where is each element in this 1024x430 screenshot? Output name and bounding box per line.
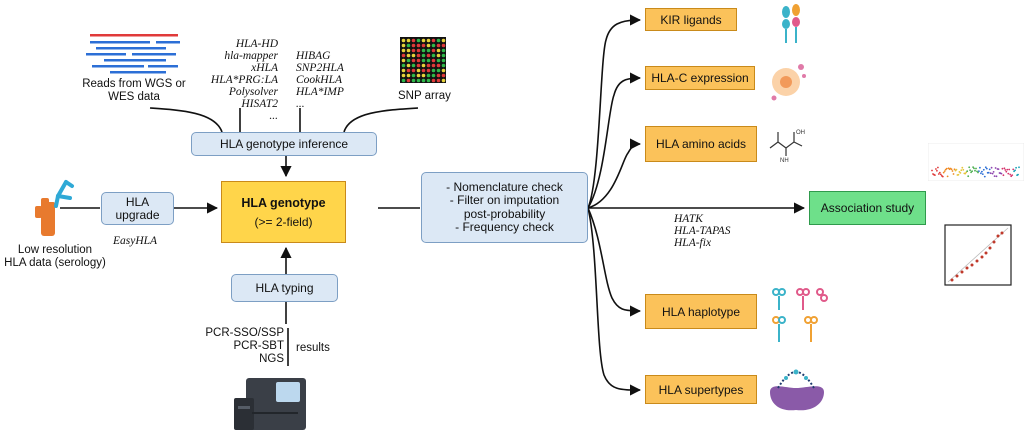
tool-name: HLA-HD bbox=[235, 38, 278, 50]
hla-c-expression-box: HLA-C expression bbox=[645, 66, 755, 90]
tool-name: HATK bbox=[674, 213, 703, 225]
to-hlac-arrow bbox=[587, 72, 642, 209]
tool-name: SNP2HLA bbox=[296, 62, 344, 74]
tool-name: hla-mapper bbox=[224, 50, 278, 62]
reads-label: Reads from WGS or WES data bbox=[82, 78, 186, 103]
genotype-title: HLA genotype bbox=[241, 195, 326, 210]
association-study-box: Association study bbox=[809, 191, 926, 225]
tool-name: HLA-fix bbox=[674, 237, 712, 249]
typing-methods-list: PCR-SSO/SSP PCR-SBT NGS bbox=[200, 327, 284, 366]
snp-array-label: SNP array bbox=[398, 90, 451, 102]
typing-method: NGS bbox=[259, 353, 284, 365]
tool-name: HLA*PRG:LA bbox=[210, 74, 278, 86]
kir-ligands-box: KIR ligands bbox=[645, 8, 737, 31]
tool-name: HISAT2 bbox=[241, 98, 278, 110]
tool-name: HIBAG bbox=[296, 50, 331, 62]
association-tools-list: HATK HLA-TAPAS HLA-fix bbox=[674, 213, 730, 249]
hla-upgrade-box: HLA upgrade bbox=[101, 192, 174, 225]
antibody-icon bbox=[35, 180, 74, 236]
genotype-subtitle: (>= 2-field) bbox=[254, 214, 313, 229]
manhattan-plot-icon bbox=[928, 143, 1024, 181]
kir-receptor-icon bbox=[782, 4, 800, 43]
inference-tools-left: HLA-HD hla-mapper xHLA HLA*PRG:LA Polyso… bbox=[198, 38, 278, 122]
inference-tools-right: HIBAG SNP2HLA CookHLA HLA*IMP ... bbox=[296, 50, 376, 110]
tool-name: ... bbox=[269, 110, 278, 122]
to-haplotype-arrow bbox=[587, 207, 642, 317]
easyhla-tool: EasyHLA bbox=[113, 235, 158, 247]
hla-supertypes-box: HLA supertypes bbox=[645, 375, 757, 404]
sequencing-reads-icon bbox=[86, 34, 180, 74]
hla-genotype-box: HLA genotype (>= 2-field) bbox=[221, 181, 346, 243]
tool-name: Polysolver bbox=[228, 86, 278, 98]
svg-text:NH: NH bbox=[780, 158, 789, 162]
to-amino-arrow bbox=[587, 138, 642, 209]
amino-acid-structure-icon: OH NH bbox=[769, 130, 805, 162]
tool-name: ... bbox=[296, 98, 305, 110]
tool-name: HLA*IMP bbox=[296, 86, 344, 98]
to-kir-arrow bbox=[587, 14, 642, 209]
qc-filter-box: - Nomenclature check - Filter on imputat… bbox=[421, 172, 588, 243]
haplotype-molecules-icon bbox=[772, 288, 828, 342]
hla-haplotype-box: HLA haplotype bbox=[645, 294, 757, 329]
snp-to-inference-line bbox=[343, 107, 419, 133]
typing-method: PCR-SSO/SSP bbox=[205, 327, 284, 339]
hla-typing-box: HLA typing bbox=[231, 274, 338, 302]
svg-text:OH: OH bbox=[796, 130, 805, 136]
qq-plot-icon bbox=[944, 224, 1012, 286]
serology-label: Low resolution HLA data (serology) bbox=[4, 244, 106, 269]
genotype-inference-box: HLA genotype inference bbox=[191, 132, 377, 156]
supertype-protein-icon bbox=[770, 369, 824, 411]
typing-method: PCR-SBT bbox=[233, 340, 284, 352]
hla-amino-acids-box: HLA amino acids bbox=[645, 126, 757, 162]
reads-to-inference-line bbox=[149, 107, 223, 133]
typing-results-label: results bbox=[296, 342, 330, 354]
cell-expression-icon bbox=[771, 64, 806, 101]
tool-name: HLA-TAPAS bbox=[674, 225, 731, 237]
sequencer-machine-icon bbox=[234, 378, 306, 430]
tool-name: CookHLA bbox=[296, 74, 342, 86]
snp-array-icon bbox=[400, 37, 446, 83]
to-supertypes-arrow bbox=[587, 207, 642, 396]
tool-name: xHLA bbox=[251, 62, 278, 74]
